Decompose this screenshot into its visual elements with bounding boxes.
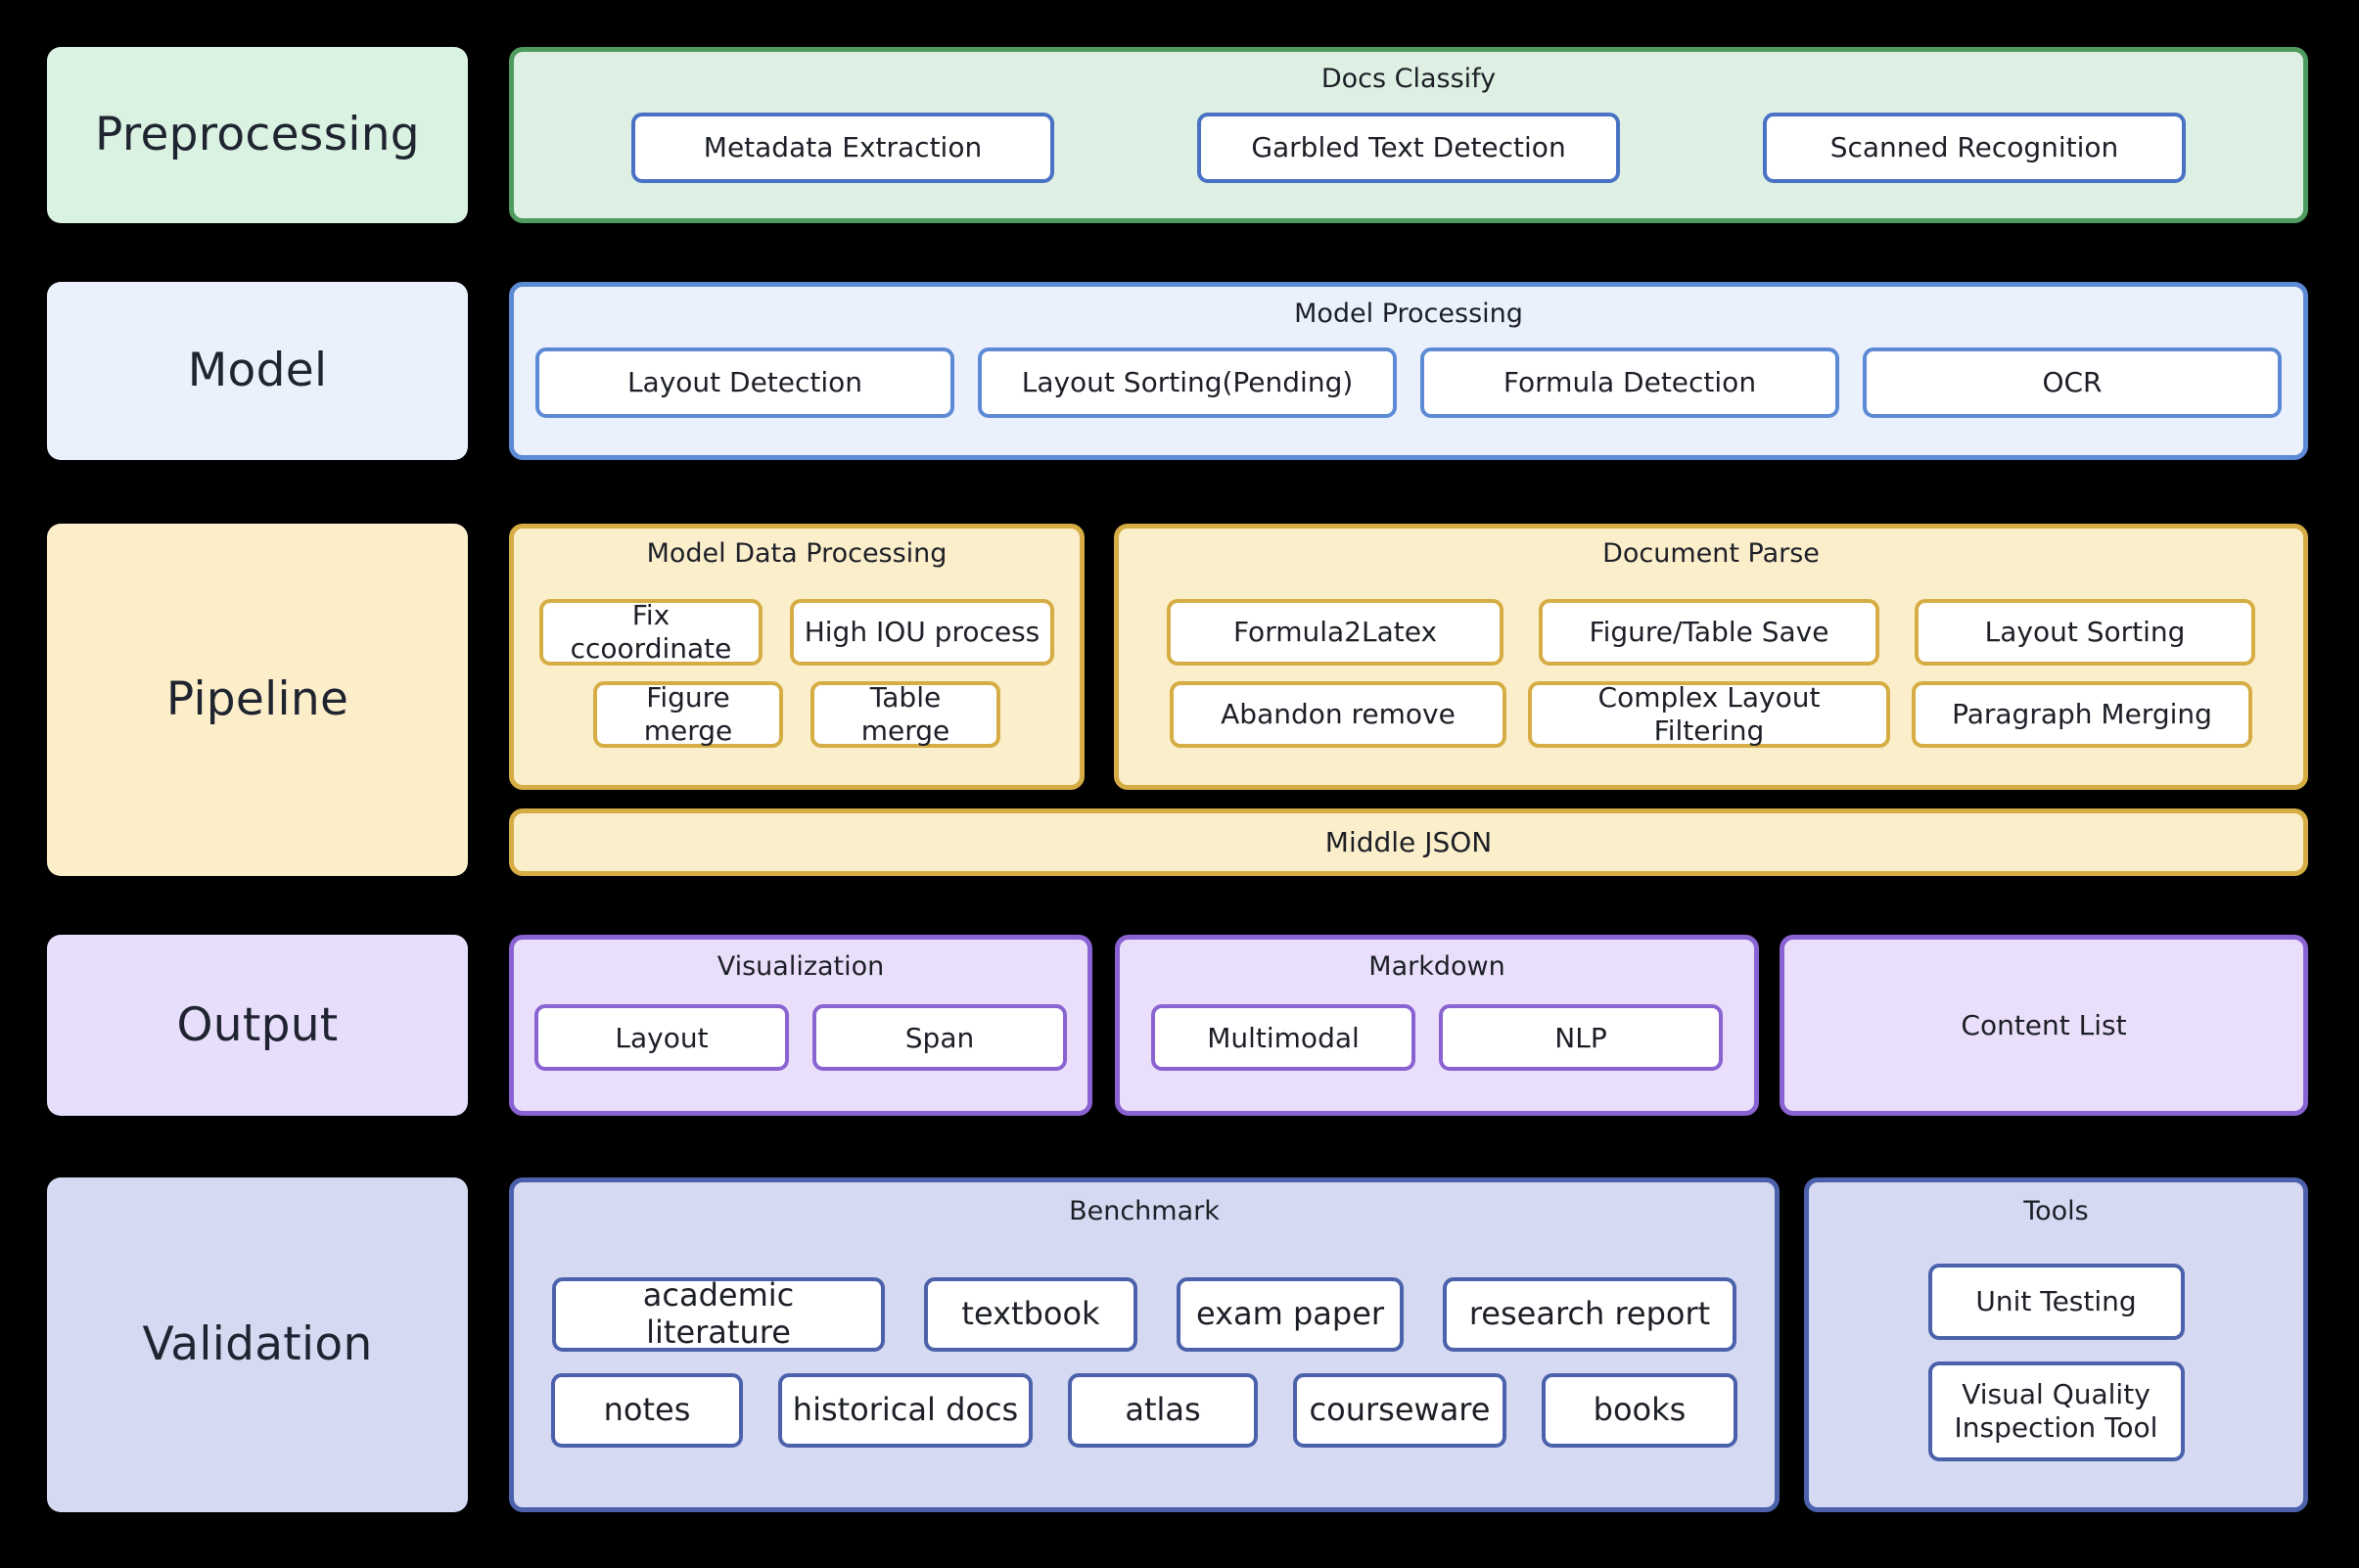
chip-figure-merge[interactable]: Figure merge [593, 680, 783, 748]
chip-textbook[interactable]: textbook [924, 1276, 1137, 1352]
chip-layout-sorting-pending[interactable]: Layout Sorting(Pending) [978, 346, 1397, 418]
chip-nlp[interactable]: NLP [1439, 1004, 1723, 1072]
group-title-benchmark: Benchmark [1069, 1196, 1220, 1226]
chip-formula-detection[interactable]: Formula Detection [1420, 346, 1839, 418]
chip-fix-ccoordinate[interactable]: Fix ccoordinate [539, 598, 763, 666]
chip-research-report[interactable]: research report [1443, 1276, 1736, 1352]
stage-label-output-text: Output [176, 997, 339, 1052]
stage-label-output: Output [47, 935, 468, 1116]
chip-paragraph-merging[interactable]: Paragraph Merging [1912, 680, 2252, 748]
chip-complex-layout-filtering[interactable]: Complex Layout Filtering [1528, 680, 1890, 748]
chip-visual-quality-inspection-tool[interactable]: Visual Quality Inspection Tool [1927, 1360, 2185, 1461]
stage-label-pipeline: Pipeline [47, 524, 468, 876]
chip-garbled-text-detection[interactable]: Garbled Text Detection [1197, 112, 1620, 183]
chip-unit-testing[interactable]: Unit Testing [1927, 1263, 2185, 1340]
chip-layout-detection[interactable]: Layout Detection [535, 346, 954, 418]
chip-metadata-extraction[interactable]: Metadata Extraction [631, 112, 1054, 183]
group-model-processing: Model Processing Layout Detection Layout… [509, 282, 2308, 460]
chip-table-merge[interactable]: Table merge [810, 680, 1000, 748]
chip-historical-docs[interactable]: historical docs [778, 1372, 1033, 1448]
chip-abandon-remove[interactable]: Abandon remove [1170, 680, 1506, 748]
stage-label-preprocessing-text: Preprocessing [95, 108, 420, 162]
group-title-visualization: Visualization [717, 951, 885, 982]
chip-span[interactable]: Span [812, 1004, 1067, 1072]
chip-books[interactable]: books [1542, 1372, 1737, 1448]
group-title-tools: Tools [2023, 1196, 2089, 1226]
stage-label-model: Model [47, 282, 468, 460]
group-title-document-parse: Document Parse [1602, 538, 1820, 569]
chip-academic-literature[interactable]: academic literature [552, 1276, 885, 1352]
chip-figure-table-save[interactable]: Figure/Table Save [1539, 598, 1879, 666]
card-middle-json-label: Middle JSON [1324, 826, 1493, 858]
card-middle-json[interactable]: Middle JSON [509, 808, 2308, 876]
stage-label-validation-text: Validation [142, 1317, 373, 1372]
chip-ocr[interactable]: OCR [1863, 346, 2282, 418]
chip-scanned-recognition[interactable]: Scanned Recognition [1763, 112, 2186, 183]
group-title-model-data-processing: Model Data Processing [646, 538, 948, 569]
chip-atlas[interactable]: atlas [1068, 1372, 1258, 1448]
stage-label-validation: Validation [47, 1177, 468, 1512]
card-content-list-label: Content List [1961, 1009, 2127, 1041]
group-benchmark: Benchmark academic literature textbook e… [509, 1177, 1780, 1512]
group-document-parse: Document Parse Formula2Latex Figure/Tabl… [1114, 524, 2308, 790]
group-title-markdown: Markdown [1368, 951, 1505, 982]
chip-high-iou-process[interactable]: High IOU process [790, 598, 1054, 666]
group-markdown: Markdown Multimodal NLP [1115, 935, 1759, 1116]
chip-notes[interactable]: notes [551, 1372, 743, 1448]
stage-label-model-text: Model [187, 344, 328, 398]
group-tools: Tools Unit Testing Visual Quality Inspec… [1804, 1177, 2308, 1512]
card-content-list[interactable]: Content List [1780, 935, 2308, 1116]
chip-layout-sorting[interactable]: Layout Sorting [1915, 598, 2255, 666]
group-title-docs-classify: Docs Classify [1320, 64, 1497, 94]
chip-exam-paper[interactable]: exam paper [1177, 1276, 1404, 1352]
chip-multimodal[interactable]: Multimodal [1151, 1004, 1415, 1072]
stage-label-preprocessing: Preprocessing [47, 47, 468, 223]
stage-label-pipeline-text: Pipeline [165, 672, 349, 727]
chip-formula2latex[interactable]: Formula2Latex [1167, 598, 1503, 666]
chip-courseware[interactable]: courseware [1293, 1372, 1506, 1448]
group-docs-classify: Docs Classify Metadata Extraction Garble… [509, 47, 2308, 223]
group-title-model-processing: Model Processing [1294, 299, 1523, 329]
group-visualization: Visualization Layout Span [509, 935, 1092, 1116]
chip-layout[interactable]: Layout [534, 1004, 789, 1072]
group-model-data-processing: Model Data Processing Fix ccoordinate Hi… [509, 524, 1085, 790]
